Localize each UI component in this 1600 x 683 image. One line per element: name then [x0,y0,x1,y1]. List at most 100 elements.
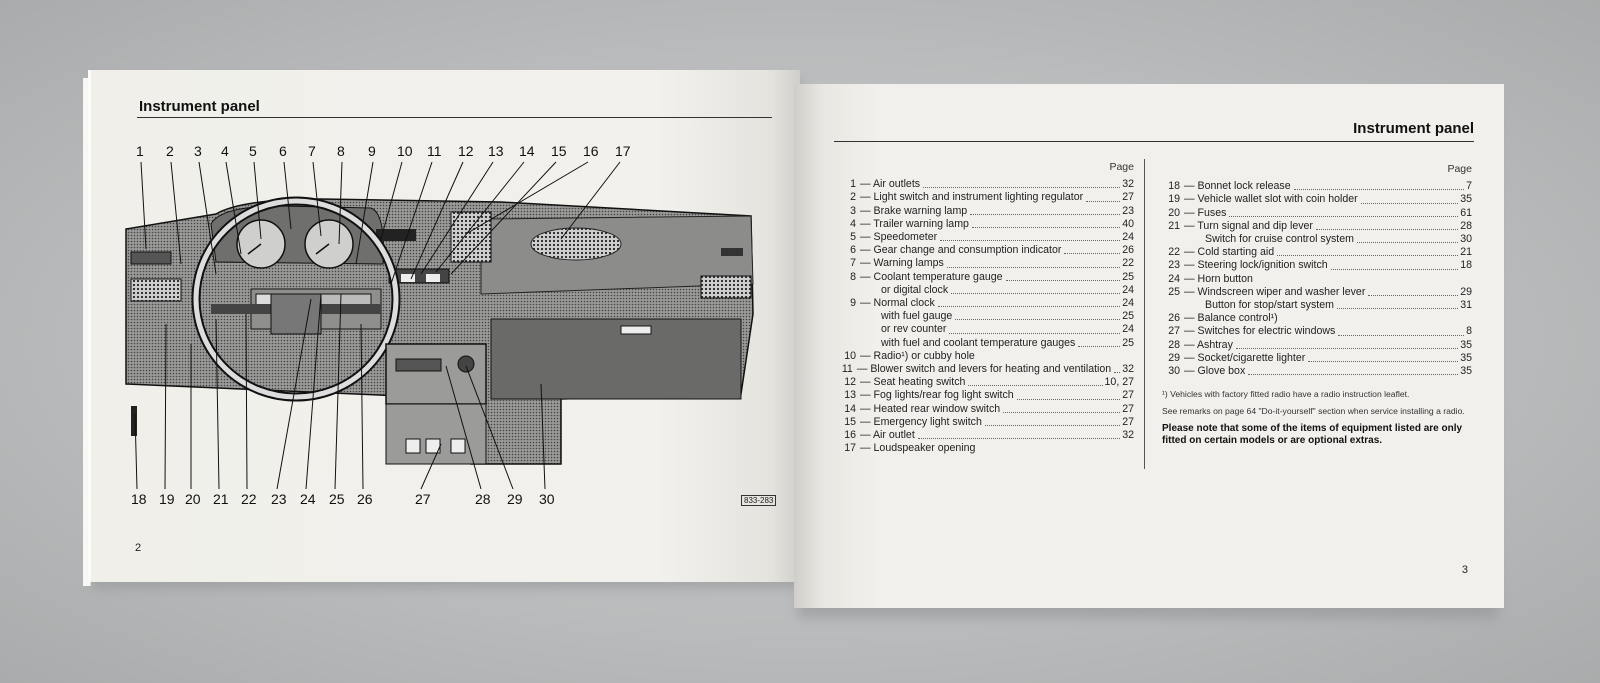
callout-label: 11 [427,144,442,159]
leader-dots [1248,365,1459,376]
index-entry: 17— Loudspeaker opening [838,442,1134,455]
entry-page: 21 [1460,246,1472,259]
entry-number: 4 [850,217,856,230]
entry-text: — Gear change and consumption indicator [860,244,1062,257]
leader-line [540,383,546,490]
entry-page: 35 [1460,351,1472,364]
callout-label: 27 [415,491,431,507]
leader-line [134,413,138,490]
entry-text: — Light switch and instrument lighting r… [860,191,1084,204]
entry-page: 27 [1122,389,1134,402]
callout-label: 13 [488,144,504,159]
entry-page: 40 [1122,217,1134,230]
entry-page: 24 [1122,323,1134,336]
callout-label: 23 [271,491,287,507]
leader-dots [1016,389,1121,400]
leader-dots [951,284,1121,295]
entry-text: — Coolant temperature gauge [860,270,1003,283]
entry-number: 12 [844,376,856,389]
leader-dots [1114,363,1121,374]
entry-text: — Switches for electric windows [1184,325,1336,338]
leader-line [338,161,343,245]
leader-dots [1368,286,1459,297]
entry-text: — Steering lock/ignition switch [1184,259,1328,272]
callout-label: 28 [475,491,491,507]
leader-dots [1308,352,1459,363]
entry-page: 61 [1460,206,1472,219]
leader-dots [971,218,1121,229]
entry-number: 23 [1168,259,1180,272]
leader-line [465,161,589,235]
leader-dots [1229,207,1459,217]
page-column-label: Page [1447,163,1472,175]
entry-page: 27 [1122,415,1134,428]
entry-page: 7 [1466,180,1472,193]
entry-text: Switch for cruise control system [1205,233,1354,246]
leader-dots [946,257,1121,268]
leader-dots [1315,220,1459,231]
entry-number: 18 [1168,180,1180,193]
index-entry: 18 — Bonnet lock release 7 [1162,180,1472,193]
leader-line [334,293,342,490]
entry-text: — Bonnet lock release [1184,180,1291,193]
leader-dots [984,416,1121,427]
entry-number: 19 [1168,193,1180,206]
entry-text: — Warning lamps [860,257,944,270]
entry-page: 28 [1460,219,1472,232]
callout-label: 12 [458,144,474,159]
entry-number: 11 [841,363,853,376]
entry-page: 25 [1122,336,1134,349]
entry-text: Button for stop/start system [1205,299,1334,312]
entry-page: 35 [1460,193,1472,206]
leader-dots [1078,337,1121,347]
callout-label: 10 [397,144,413,159]
index-entry: 6 — Gear change and consumption indicator… [838,244,1134,257]
leader-dots [923,178,1121,189]
callout-label: 7 [308,144,316,159]
entry-number: 22 [1168,246,1180,259]
index-entry: 24— Horn button [1162,273,1472,286]
entry-number: 6 [850,244,856,257]
callout-label: 4 [221,144,229,159]
leader-dots [1277,246,1459,257]
leader-line [215,318,220,490]
leader-line [312,161,322,237]
leader-dots [1064,244,1121,255]
entry-number: 28 [1168,338,1180,351]
entry-number: 9 [850,297,856,310]
entry-page: 10, 27 [1104,376,1134,389]
leader-line [420,161,494,275]
leader-line [450,161,557,275]
callout-label: 29 [507,491,523,507]
entry-text: — Air outlet [860,429,915,442]
index-entry: 10— Radio¹) or cubby hole [838,350,1134,363]
page-number: 3 [1461,564,1468,576]
leader-line [355,161,374,265]
leader-line [276,298,312,490]
leader-line [225,161,242,255]
entry-page: 24 [1122,297,1134,310]
entry-text: — Vehicle wallet slot with coin holder [1184,193,1358,206]
entry-number: 17 [844,442,856,455]
entry-text: — Horn button [1184,272,1253,285]
entry-page: 18 [1460,259,1472,272]
entry-number: 29 [1168,351,1180,364]
entry-number: 16 [844,429,856,442]
entry-page: 35 [1460,338,1472,351]
index-entry: 11— Blower switch and levers for heating… [838,363,1134,376]
callout-label: 2 [166,144,174,159]
page-title: Instrument panel [139,98,260,115]
page-title: Instrument panel [1353,120,1474,137]
callout-label: 16 [583,144,599,159]
callout-label: 18 [131,491,147,507]
leader-line [164,323,167,490]
entry-text: — Air outlets [860,178,921,191]
